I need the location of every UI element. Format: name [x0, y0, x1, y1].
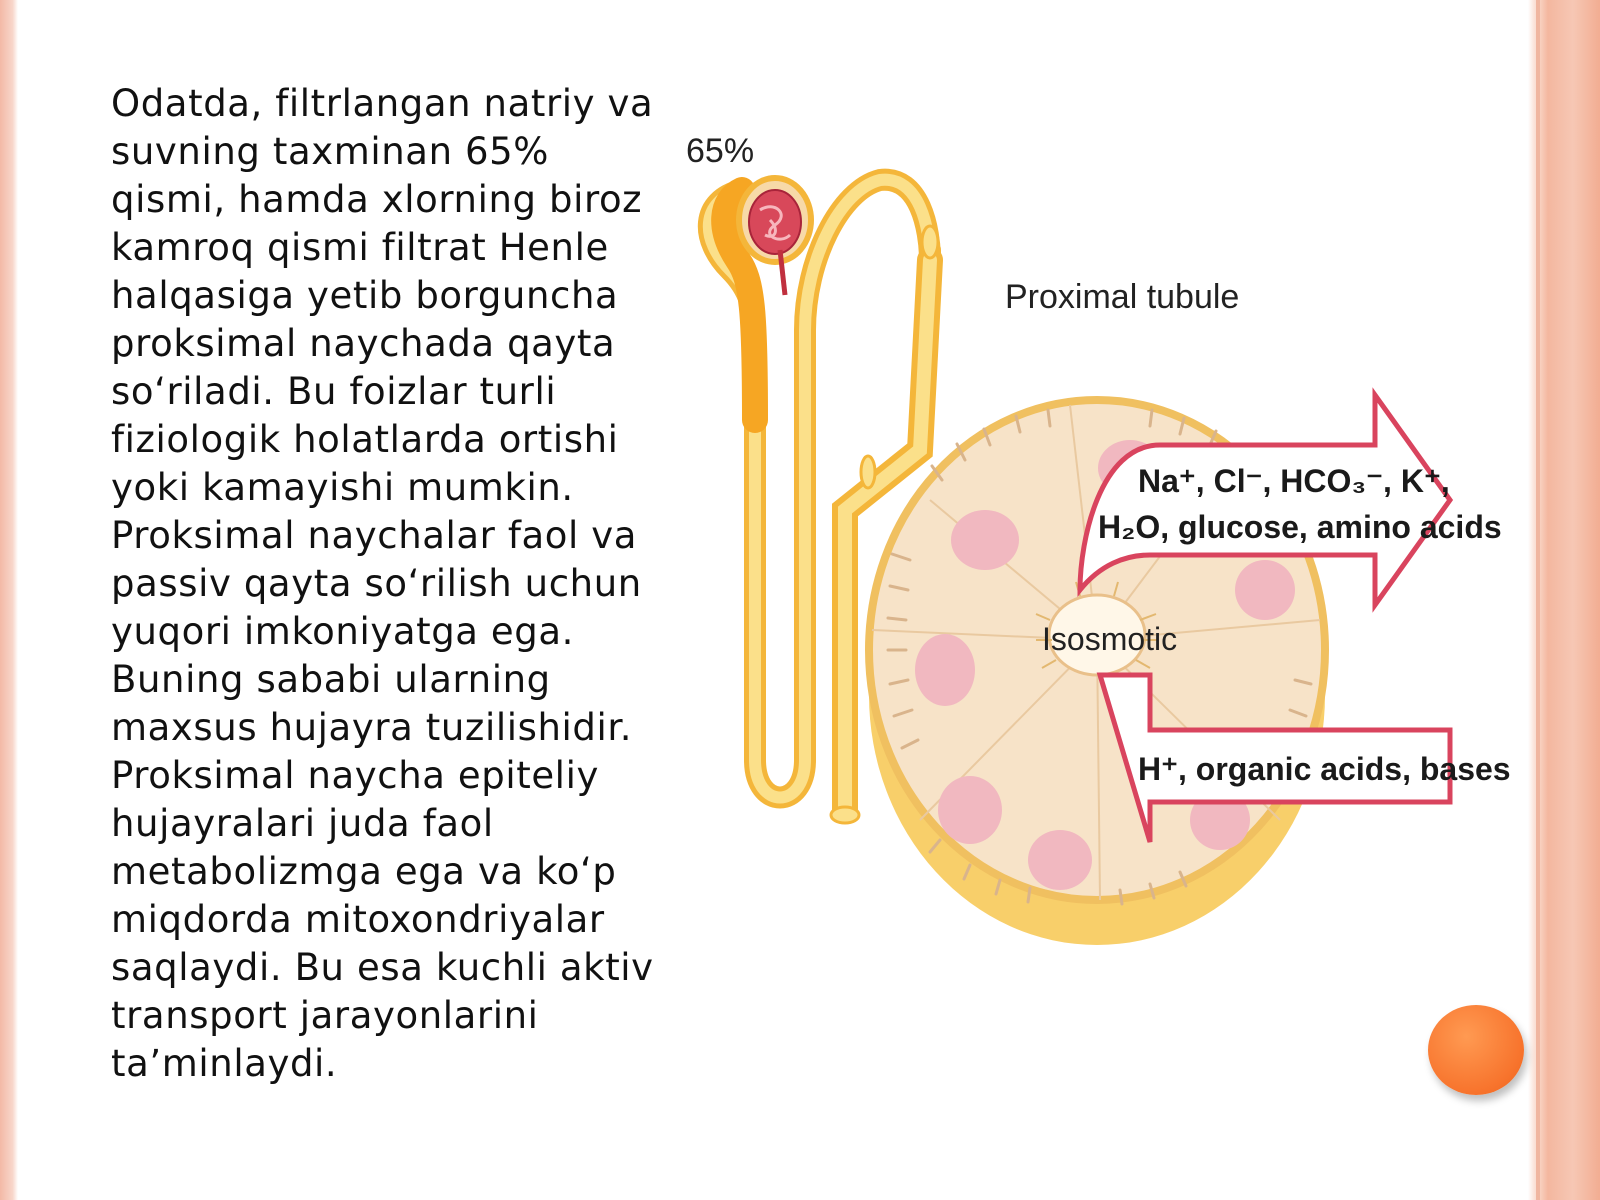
- tubule-lumen: [1047, 593, 1147, 677]
- figure-svg: 65%: [686, 132, 1511, 945]
- orange-accent-dot: [1428, 1005, 1524, 1095]
- paragraph-2: Buning sababi ularning maxsus hujayra tu…: [111, 658, 654, 1085]
- nephron-illustration: [697, 168, 943, 825]
- slide-frame-left: [0, 0, 18, 1200]
- percent-label: 65%: [686, 132, 754, 170]
- paragraph-1: Odatda, filtrlangan natriy va suvning ta…: [111, 82, 654, 653]
- glomerulus: [748, 189, 802, 255]
- reabsorbed-ions: Na⁺, Cl⁻, HCO₃⁻, K⁺,: [1138, 463, 1450, 499]
- slide-frame-right-line: [1536, 0, 1540, 1200]
- body-text: Odatda, filtrlangan natriy va suvning ta…: [111, 80, 671, 1088]
- secreted-substances: H⁺, organic acids, bases: [1138, 751, 1511, 787]
- figure-title: Proximal tubule: [1005, 278, 1239, 316]
- reabsorption-arrow: [1077, 387, 1454, 613]
- isosmotic-label: Isosmotic: [1042, 621, 1177, 657]
- proximal-tubule-figure: 65%: [680, 120, 1511, 1000]
- slide-frame-right: [1528, 0, 1600, 1200]
- reabsorbed-solutes: H₂O, glucose, amino acids: [1098, 509, 1502, 545]
- secretion-arrow: [1096, 672, 1453, 843]
